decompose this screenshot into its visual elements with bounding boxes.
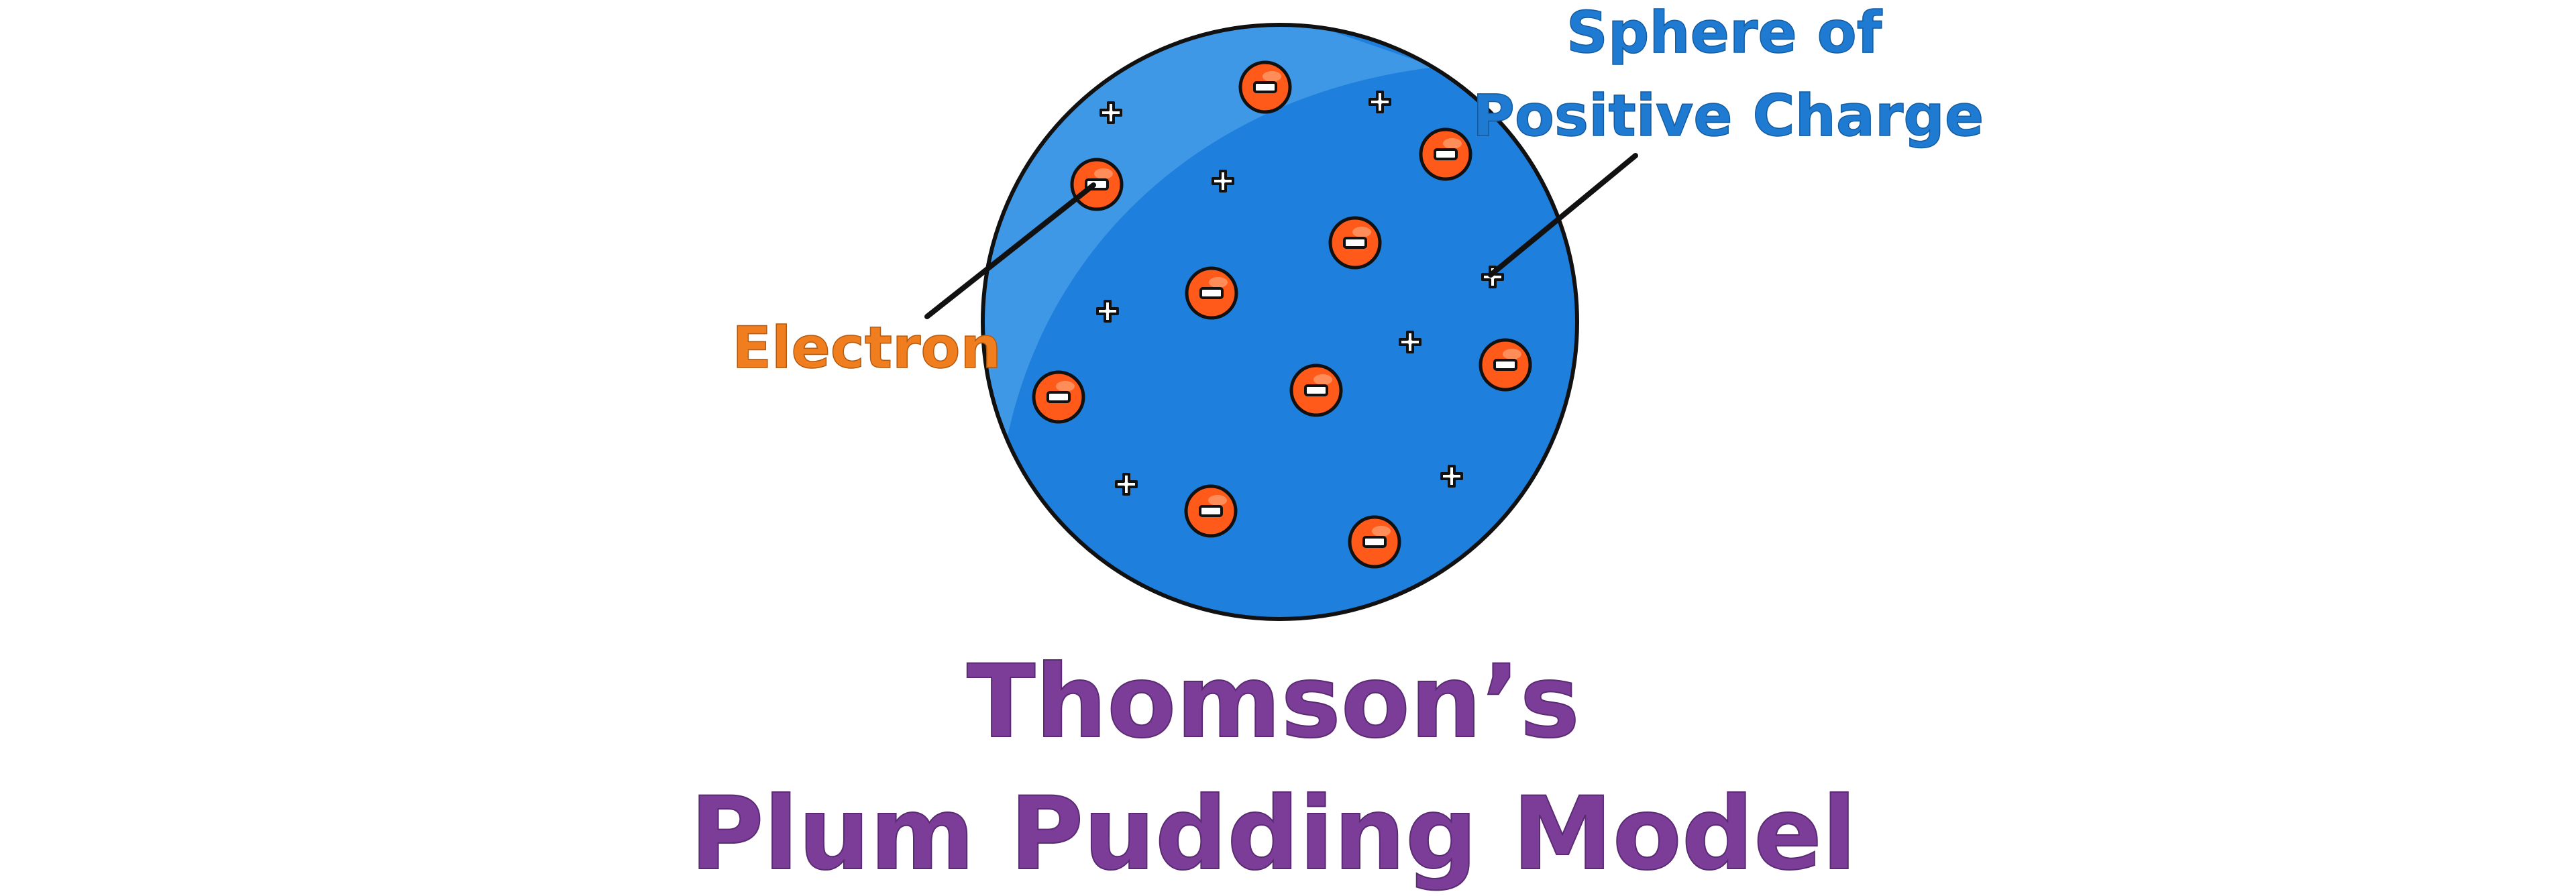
electron-6	[1479, 338, 1532, 392]
electron-highlight	[1208, 495, 1227, 506]
minus-icon	[1304, 384, 1328, 396]
minus-icon	[1253, 81, 1277, 93]
plus-icon	[1368, 91, 1391, 113]
plus-icon	[1115, 473, 1138, 496]
plus-icon	[1440, 465, 1463, 488]
electron-4	[1328, 216, 1382, 270]
sphere-label-line2: Positive Charge	[1472, 82, 1984, 150]
electron-9	[1184, 484, 1238, 538]
minus-icon	[1434, 148, 1458, 160]
electron-highlight	[1503, 349, 1521, 359]
minus-icon	[1362, 536, 1387, 548]
plus-sign	[1099, 101, 1122, 124]
plus-icon	[1096, 300, 1119, 323]
plus-sign	[1115, 473, 1138, 496]
electron-2	[1419, 127, 1472, 181]
minus-icon	[1046, 391, 1071, 403]
sphere-outline	[981, 23, 1579, 621]
electron-highlight	[1056, 381, 1075, 392]
electron-label: Electron	[732, 315, 1001, 382]
title-line2: Plum Pudding Model	[690, 776, 1857, 893]
plus-icon	[1099, 101, 1122, 124]
electron-highlight	[1209, 277, 1228, 288]
electron-3	[1070, 158, 1124, 211]
plus-icon	[1399, 331, 1421, 353]
electron-highlight	[1372, 526, 1391, 537]
plus-sign	[1096, 300, 1119, 323]
electron-7	[1032, 370, 1085, 424]
electrons	[1032, 60, 1532, 569]
minus-icon	[1199, 505, 1223, 517]
plus-sign	[1440, 465, 1463, 488]
electron-10	[1348, 515, 1401, 569]
plus-sign	[1399, 331, 1421, 353]
electron-5	[1185, 266, 1238, 320]
electron-highlight	[1263, 71, 1281, 82]
plus-icon	[1212, 170, 1234, 192]
electron-leader-line	[924, 182, 1096, 319]
electron-highlight	[1094, 168, 1113, 179]
minus-icon	[1199, 287, 1224, 299]
electron-highlight	[1313, 374, 1332, 385]
electron-highlight	[1352, 227, 1371, 237]
minus-icon	[1493, 359, 1517, 371]
sphere-leader-line	[1488, 153, 1638, 278]
electron-highlight	[1443, 138, 1462, 149]
plus-sign	[1212, 170, 1234, 192]
minus-icon	[1343, 237, 1367, 249]
electron-1	[1238, 60, 1292, 114]
positive-charges	[1096, 91, 1504, 496]
plus-sign	[1368, 91, 1391, 113]
sphere-label-line1: Sphere of	[1566, 0, 1883, 66]
title-line1: Thomson’s	[967, 644, 1580, 761]
electron-8	[1289, 363, 1343, 417]
sphere-highlight	[983, 25, 1436, 469]
